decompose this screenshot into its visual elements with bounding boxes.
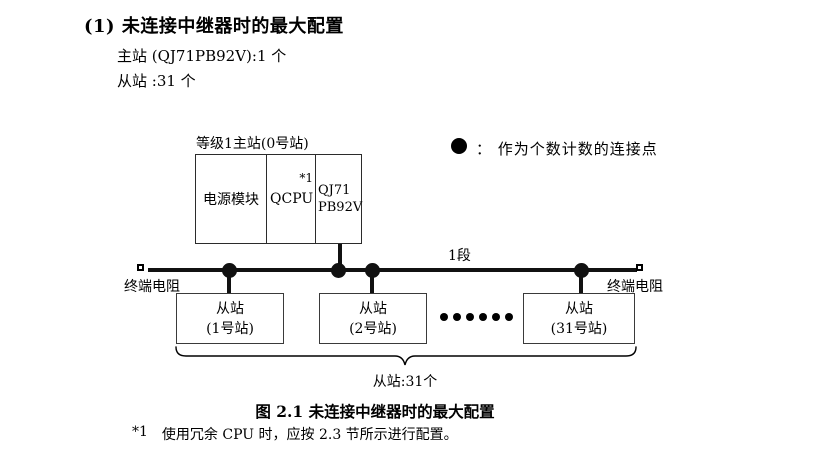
master-count-line: 主站 (QJ71PB92V):1 个: [117, 47, 287, 65]
slave31-drop-line: [579, 270, 583, 294]
master-station-box: 电源模块 QCPU *1 QJ71 PB92V: [195, 154, 362, 244]
slave31-number: (31号站): [550, 320, 608, 337]
power-module-cell: 电源模块: [203, 192, 259, 208]
terminator-right-label: 终端电阻: [607, 279, 663, 295]
slave2-title: 从站: [359, 300, 387, 317]
cpu-cell: QCPU *1: [266, 155, 315, 243]
section-heading: (1) 未连接中继器时的最大配置: [84, 16, 344, 37]
connection-dot: [331, 263, 346, 278]
bus-line: [148, 268, 637, 272]
segment-label: 1段: [448, 248, 471, 264]
figure-caption: 图 2.1 未连接中继器时的最大配置: [255, 402, 495, 421]
brace-label: 从站:31个: [372, 374, 438, 390]
slave-station-box-2: 从站 (2号站): [319, 293, 427, 344]
slave-count-line: 从站 :31 个: [117, 72, 196, 90]
connection-point-icon: [451, 138, 467, 154]
slave1-title: 从站: [216, 300, 244, 317]
terminator-right-icon: [636, 264, 643, 271]
footnote-text: 使用冗余 CPU 时，应按 2.3 节所示进行配置。: [161, 427, 458, 443]
cpu-footnote-marker: *1: [299, 171, 313, 185]
slave1-number: (1号站): [206, 320, 254, 337]
slave2-drop-line: [370, 270, 374, 294]
pb92v-line1: QJ71: [318, 183, 351, 198]
slave1-drop-line: [227, 270, 231, 294]
footnote-marker: *1: [132, 424, 148, 440]
slave31-title: 从站: [565, 300, 593, 317]
slave-station-box-1: 从站 (1号站): [176, 293, 284, 344]
terminator-left-icon: [137, 264, 144, 271]
master-drop-line: [338, 244, 342, 270]
pb92v-module-cell: QJ71 PB92V: [315, 155, 363, 243]
ellipsis-dots-icon: [440, 313, 513, 321]
legend-text: ： 作为个数计数的连接点: [476, 140, 658, 158]
footnote: *1 使用冗余 CPU 时，应按 2.3 节所示进行配置。: [132, 424, 458, 444]
slave-station-box-31: 从站 (31号站): [523, 293, 635, 344]
master-station-label: 等级1主站(0号站): [196, 136, 309, 152]
cpu-label: QCPU: [270, 191, 314, 207]
slave2-number: (2号站): [349, 320, 397, 337]
slave-range-brace: [175, 346, 637, 366]
pb92v-line2: PB92V: [318, 200, 363, 215]
terminator-left-label: 终端电阻: [124, 279, 180, 295]
